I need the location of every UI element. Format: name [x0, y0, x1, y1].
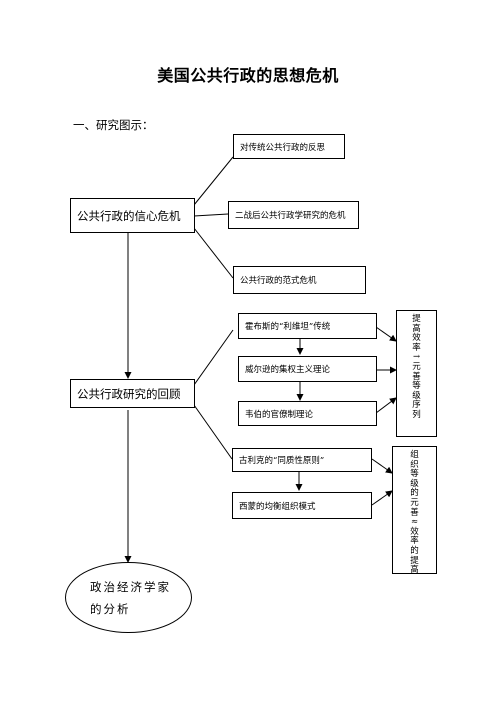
crisis-item-2: 二战后公共行政学研究的危机	[228, 201, 359, 229]
economist-oval: 政治经济学家 的分析	[65, 562, 192, 633]
arrow-a1-side	[375, 326, 397, 342]
section-heading: 一、研究图示：	[73, 118, 154, 132]
review-a-item-3: 韦伯的官僚制理论	[238, 401, 377, 426]
connector-crisis-2	[193, 213, 229, 217]
crisis-item-1: 对传统公共行政的反思	[233, 134, 345, 159]
review-b-item-2: 西蒙的均衡组织模式	[232, 492, 372, 519]
connector-review-a	[193, 329, 234, 386]
review-b-item-1: 古利克的“同质性原则”	[232, 448, 372, 472]
side-box-efficiency: 提高效率→元善等级序列	[396, 310, 437, 437]
crisis-node: 公共行政的信心危机	[70, 198, 195, 233]
arrow-a3-side	[375, 397, 397, 414]
economist-line-1: 政治经济学家	[90, 580, 171, 594]
connector-crisis-1	[193, 156, 234, 206]
side-box-efficiency-text: 提高效率→元善等级序列	[412, 314, 421, 420]
review-a-item-1: 霍布斯的“利维坦”传统	[238, 313, 377, 339]
review-node: 公共行政研究的回顾	[70, 379, 195, 408]
arrow-b2-side	[371, 490, 393, 506]
connector-review-b	[193, 404, 233, 460]
economist-line-2: 的分析	[90, 602, 131, 616]
connector-crisis-3	[193, 227, 234, 279]
crisis-item-3: 公共行政的范式危机	[233, 266, 366, 294]
arrow-b1-side	[371, 458, 393, 474]
page-title: 美国公共行政的思想危机	[157, 66, 339, 85]
side-box-organization: 组织等级的元善≈效率的提高	[392, 446, 437, 576]
review-a-item-2: 威尔逊的集权主义理论	[238, 356, 377, 382]
side-box-organization-text: 组织等级的元善≈效率的提高	[410, 450, 419, 576]
